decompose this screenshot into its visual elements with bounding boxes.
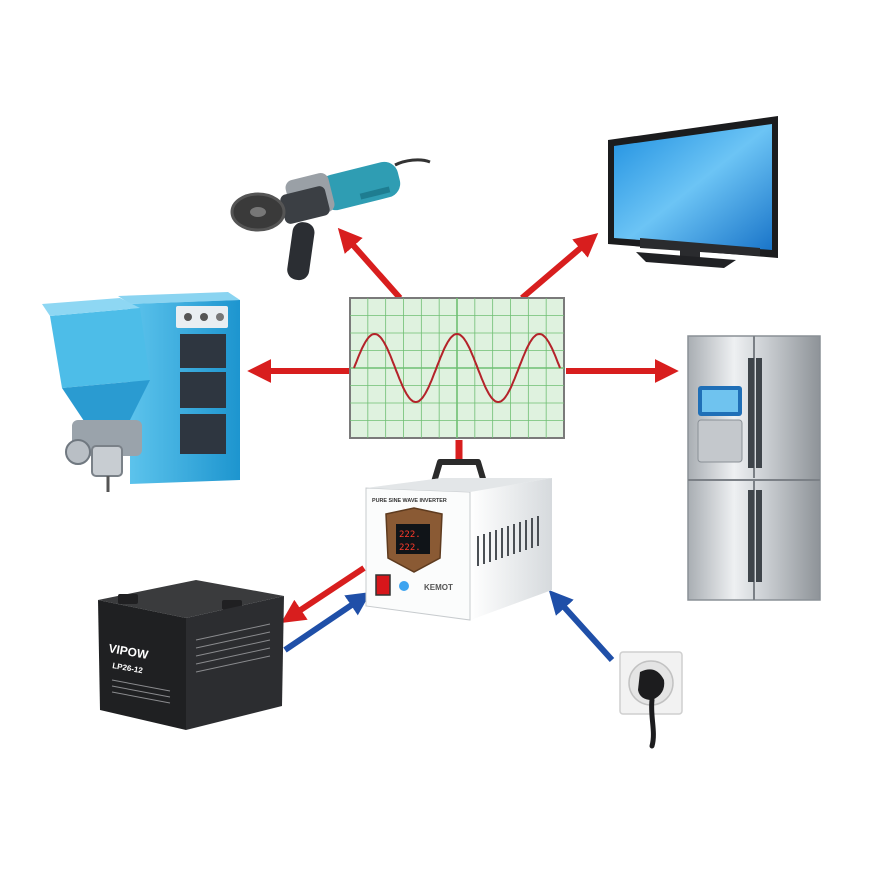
arrow-to-tv [520, 232, 599, 301]
boiler-icon [42, 292, 240, 492]
angle-grinder-icon [230, 158, 431, 281]
input-arrows [283, 589, 615, 663]
scope-grid [350, 298, 564, 438]
fridge-icon [687, 335, 821, 601]
inverter-power-switch[interactable] [375, 574, 391, 596]
sine-wave [353, 332, 561, 404]
output-arrows [247, 227, 679, 623]
tv-icon [608, 116, 778, 268]
inverter-display-top: 222. [399, 530, 421, 540]
inverter-display-bottom: 222. [399, 543, 421, 553]
oscilloscope-sine-wave [349, 297, 565, 439]
inverter-vents [477, 516, 539, 566]
battery-icon: VIPOW LP26-12 [98, 580, 284, 730]
inverter-indicator [399, 581, 409, 591]
inverter-brand: KEMOT [424, 583, 453, 592]
arrow-to-battery [280, 565, 366, 623]
arrow-from-battery [283, 591, 371, 653]
inverter-icon: PURE SINE WAVE INVERTER 222. 222. KEMOT [365, 459, 552, 621]
battery-fine-print [111, 623, 271, 704]
inverter-header-label: PURE SINE WAVE INVERTER [372, 498, 447, 504]
arrow-to-grinder [337, 227, 403, 300]
arrow-from-socket [548, 589, 615, 663]
wall-socket-icon [619, 651, 683, 749]
battery-brand: VIPOW [107, 641, 149, 662]
